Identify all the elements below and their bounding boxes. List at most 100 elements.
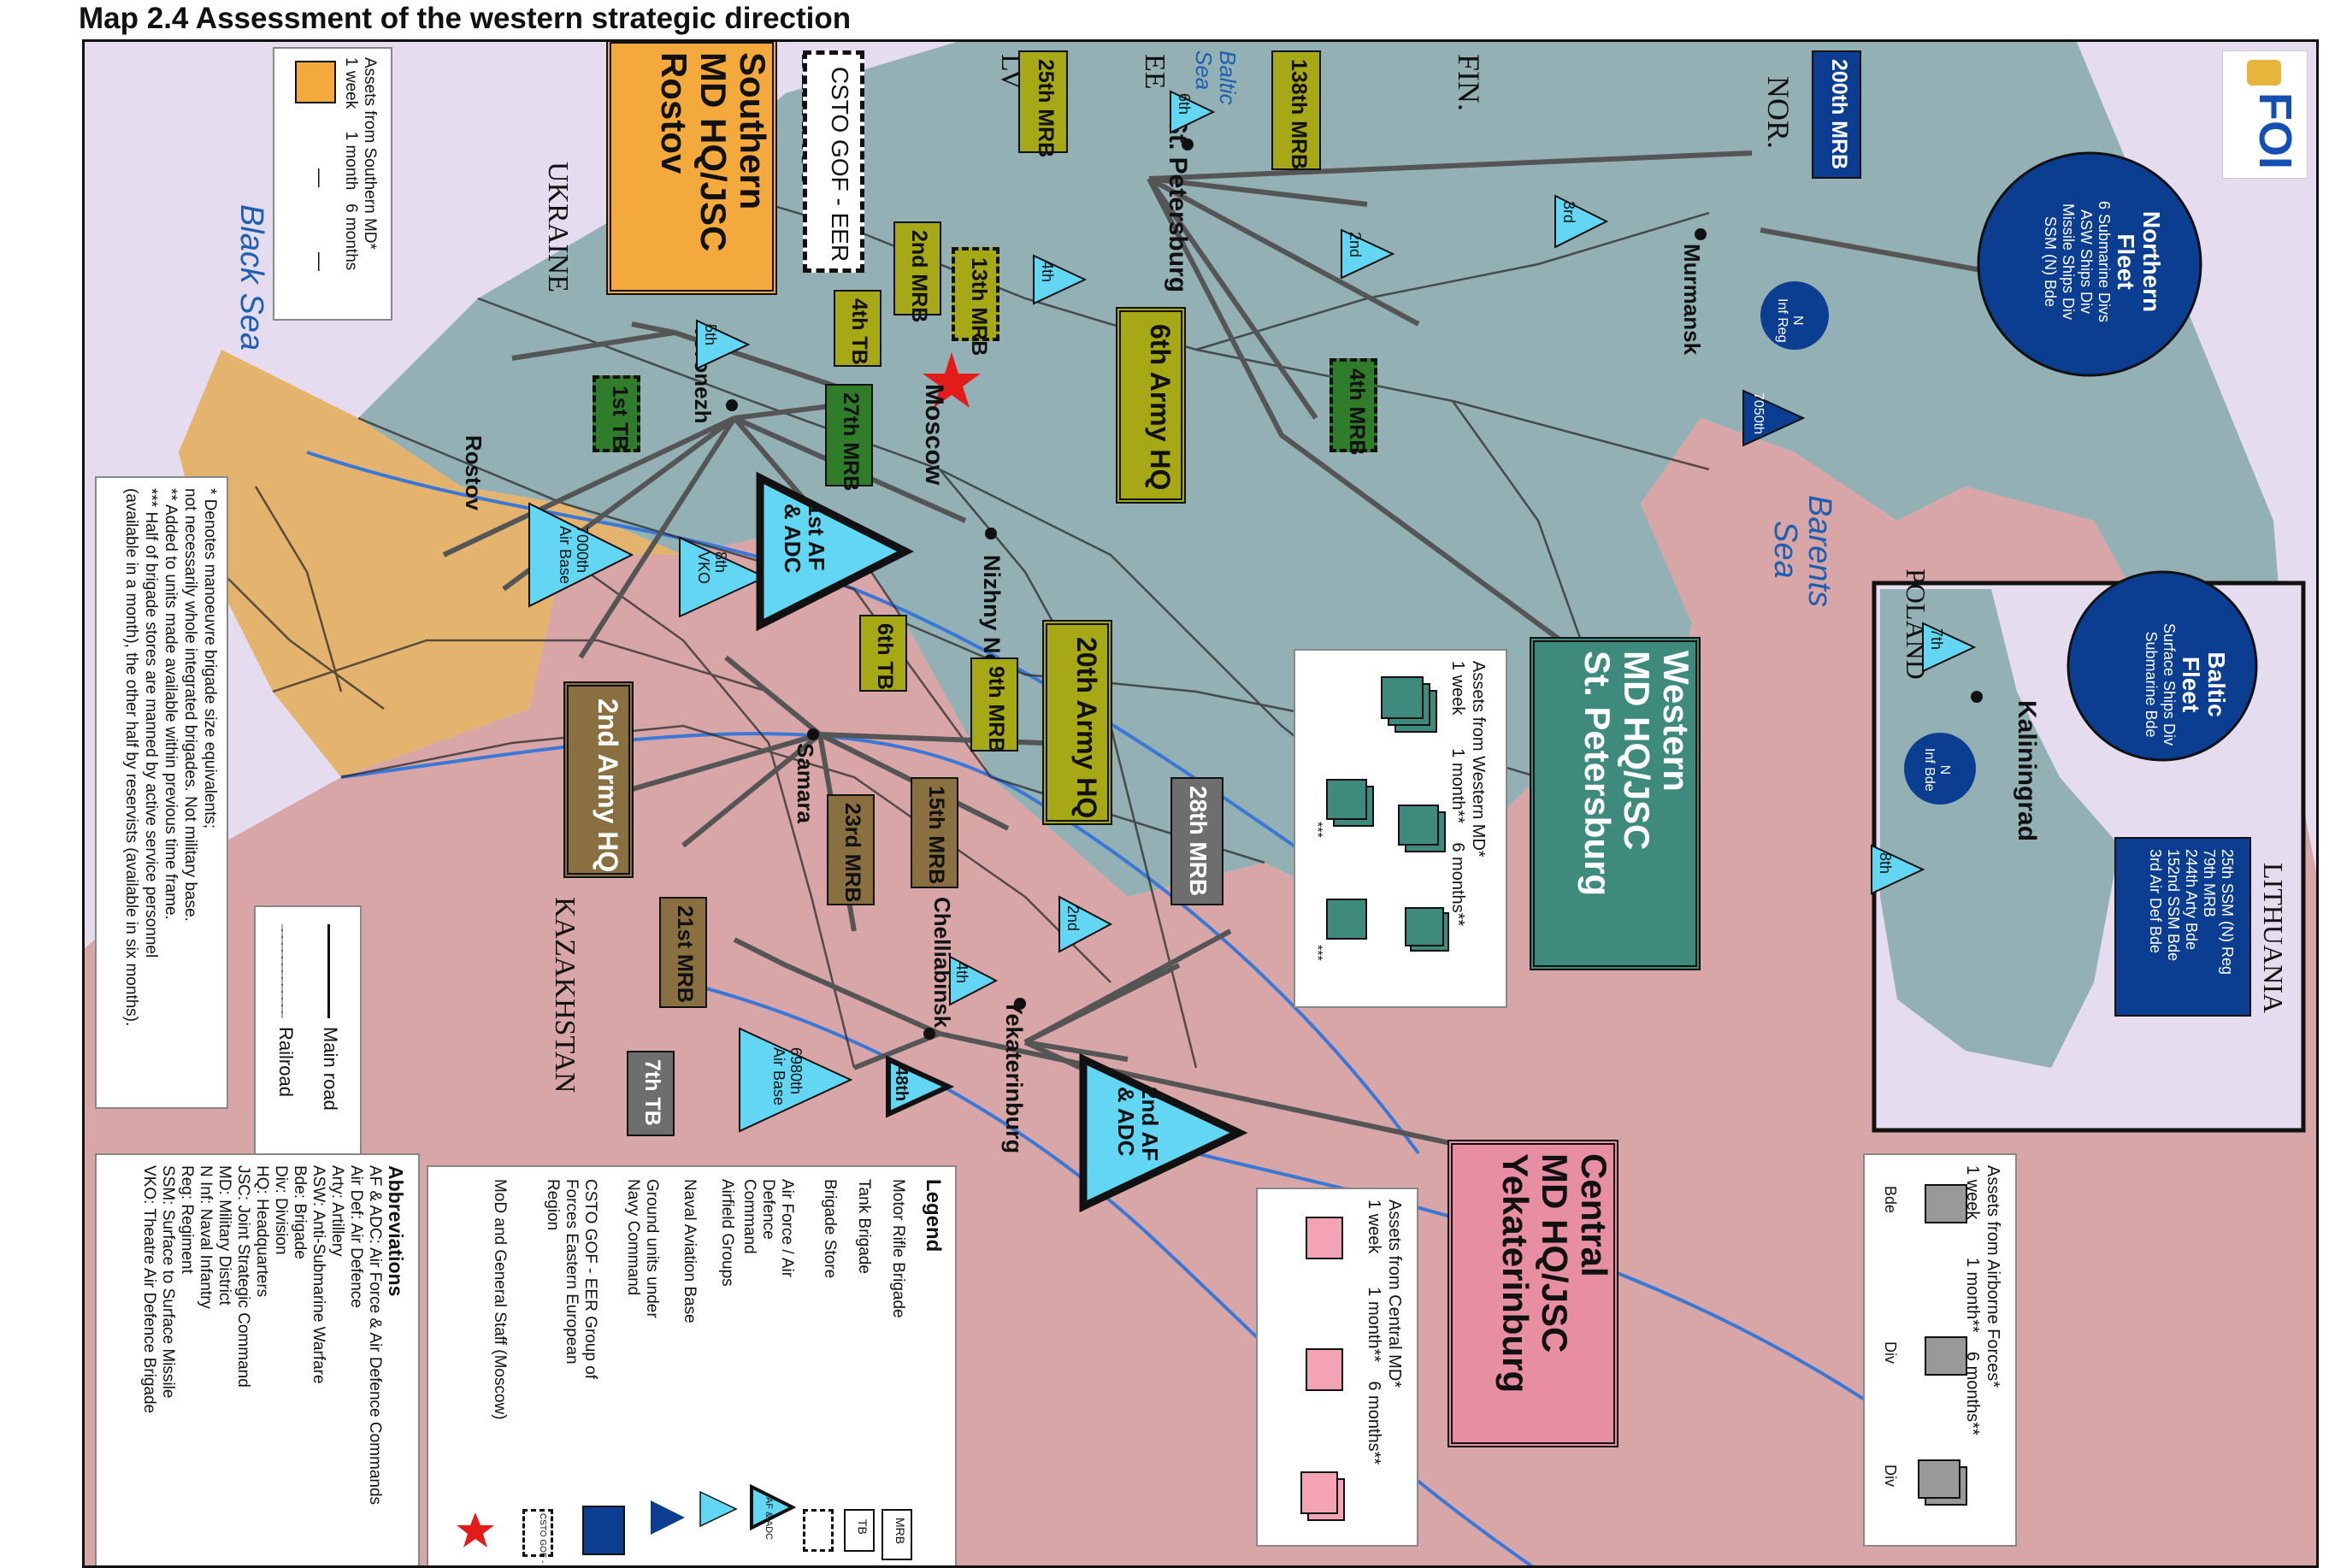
legend-csto-symbol: CSTO GOF - EER <box>522 1509 553 1565</box>
baltic-units-text: 25th SSM (N) Reg 79th MRB 244th Arty Bde… <box>2147 849 2236 976</box>
af-8-baltic-label: 8th <box>1877 852 1894 875</box>
af-7000-icon <box>528 502 634 608</box>
unit-9-mrb: 9th MRB <box>970 657 1018 752</box>
assets-western-box: Assets from Western MD* 1 week 1 month**… <box>1294 649 1507 1008</box>
legend-mrb-symbol: MRB <box>881 1509 912 1560</box>
city-dot <box>985 528 997 539</box>
af-4-icon <box>1033 254 1088 305</box>
legend-item-tb: Tank Brigade <box>855 1179 873 1274</box>
unit-1-tb: 1st TB <box>593 375 640 452</box>
western-asset-1m-a <box>1398 805 1439 846</box>
af-8-vko-label: 8th VKO <box>695 551 729 585</box>
baltic-fleet-icon <box>2067 570 2258 762</box>
unit-200-mrb: 200th MRB <box>1812 50 1861 179</box>
baltic-units-box: 25th SSM (N) Reg 79th MRB 244th Arty Bde… <box>2114 837 2251 1017</box>
legend-tb-symbol: TB <box>844 1509 875 1552</box>
assets-central-box: Assets from Central MD* 1 week 1 month**… <box>1256 1188 1418 1547</box>
legend-naval-symbols <box>651 1500 685 1535</box>
af-6-label: 6th <box>1176 93 1193 115</box>
af-7050-label: 7050th <box>1751 392 1766 434</box>
western-asset-mark-1: *** <box>1310 822 1324 838</box>
airborne-asset-1w <box>1925 1184 1967 1223</box>
army2-hq-box: 2nd Army HQ <box>563 681 634 878</box>
legend-star-icon <box>457 1512 494 1547</box>
assets-central-text: Assets from Central MD* 1 week 1 month**… <box>1365 1200 1404 1465</box>
city-dot <box>923 1028 935 1040</box>
city-dot <box>726 399 738 411</box>
legend-af-symbols <box>699 1483 797 1531</box>
southern-asset-mark-1: — <box>310 168 331 187</box>
af-7050-icon <box>1742 389 1806 447</box>
legend-item-mod: MoD and General Staff (Moscow) <box>491 1179 509 1420</box>
legend-store-symbol <box>803 1509 834 1552</box>
abbreviations-title: Abbreviations <box>385 1165 407 1297</box>
af-2-north-label: 2nd <box>1347 232 1364 258</box>
af-8-vko-icon <box>679 536 768 618</box>
city-dot <box>1695 228 1707 240</box>
city-dot <box>1182 139 1194 150</box>
legend-item-store: Brigade Store <box>821 1179 839 1279</box>
western-asset-6m-a <box>1405 907 1444 946</box>
note-5: (available in a month), the other half b… <box>122 488 140 1027</box>
railroad-line <box>281 924 283 1018</box>
southern-hq-box: Southern MD HQ/JSC Rostov <box>606 42 777 295</box>
note-3: ** Added to units made available within … <box>162 488 180 920</box>
legend-item-csto: CSTO GOF - EER Group of Forces Eastern E… <box>544 1179 599 1380</box>
legend-navy-ground-symbol <box>582 1506 625 1555</box>
legend-item-naval-aviation: Naval Aviation Base <box>681 1179 699 1323</box>
af-2-north-icon <box>1341 228 1395 280</box>
af-5-label: 5th <box>702 324 719 346</box>
af-4-mid-label: 4th <box>953 962 970 984</box>
airborne-asset-6m <box>1918 1459 1960 1499</box>
northern-fleet-label: Northern Fleet 6 Submarine Divs ASW Ship… <box>2042 201 2165 323</box>
af-4-label: 4th <box>1039 261 1056 283</box>
central-asset-1m <box>1306 1348 1343 1391</box>
af-7000-label: 7000th Air Base <box>557 526 591 585</box>
airborne-label-2: Div <box>1882 1341 1899 1364</box>
notes-text: * Denotes manoeuvre brigade size equival… <box>121 488 220 1026</box>
moscow-star-icon <box>923 352 981 408</box>
western-asset-1m-b <box>1326 779 1367 820</box>
inf-bde-label: N Inf Bde <box>1922 748 1952 792</box>
notes-box: * Denotes manoeuvre brigade size equival… <box>95 476 228 1109</box>
legend-box: Legend Motor Rifle Brigade Tank Brigade … <box>427 1165 957 1565</box>
legend-item-airfield: Airfield Groups <box>718 1179 736 1287</box>
unit-13-mrb: 13th MRB <box>952 247 999 356</box>
central-asset-1w <box>1306 1217 1343 1259</box>
abbreviations-text: Abbreviations AF & ADC: Air Force & Air … <box>140 1165 407 1506</box>
western-hq-box: Western MD HQ/JSC St. Petersburg <box>1530 637 1701 970</box>
af-2-adc-label: 2nd AF & ADC <box>1113 1087 1163 1162</box>
unit-7-tb: 7th TB <box>627 1051 675 1136</box>
assets-southern-text: Assets from Southern MD* 1 week 1 month … <box>342 57 379 271</box>
af-3-label: 3rd <box>1560 201 1577 224</box>
unit-4-tb: 4th TB <box>834 290 881 367</box>
unit-23-mrb: 23rd MRB <box>827 794 875 905</box>
af-6980-icon <box>739 1027 853 1133</box>
af-6-icon <box>1170 90 1216 134</box>
unit-6-tb: 6th TB <box>859 615 907 692</box>
abbreviations-box: Abbreviations AF & ADC: Air Force & Air … <box>95 1153 420 1565</box>
map-area: NOR. FIN. EE LV BELARUS UKRAINE KAZAKHST… <box>82 39 2319 1568</box>
af-4-mid-icon <box>949 955 999 1006</box>
af-48-icon <box>886 1055 955 1118</box>
af-2-mid-icon <box>1058 895 1113 953</box>
note-4: *** Half of brigade stores are manned by… <box>142 488 160 958</box>
northern-fleet-icon <box>1977 151 2202 377</box>
af-3-icon <box>1554 194 1609 249</box>
central-asset-6m <box>1300 1471 1338 1514</box>
army20-hq-box: 20th Army HQ <box>1042 620 1112 825</box>
inf-reg-icon <box>1760 281 1829 350</box>
city-dot <box>807 728 819 740</box>
crown-icon <box>2247 60 2281 85</box>
af-2-mid-label: 2nd <box>1064 905 1082 932</box>
af-7-baltic-label: 7th <box>1928 628 1945 651</box>
army6-hq-box: 6th Army HQ <box>1116 307 1186 504</box>
railroad-label: Railroad <box>275 1027 297 1097</box>
unit-27-mrb: 27th MRB <box>825 384 873 491</box>
western-asset-1w <box>1381 676 1424 719</box>
central-hq-box: Central MD HQ/JSC Yekaterinburg <box>1448 1140 1619 1447</box>
southern-asset-mark-2: — <box>310 252 331 271</box>
page-title: Map 2.4 Assessment of the western strate… <box>79 2 852 35</box>
western-asset-6m-b <box>1326 899 1367 940</box>
unit-138-mrb: 138th MRB <box>1271 50 1321 170</box>
